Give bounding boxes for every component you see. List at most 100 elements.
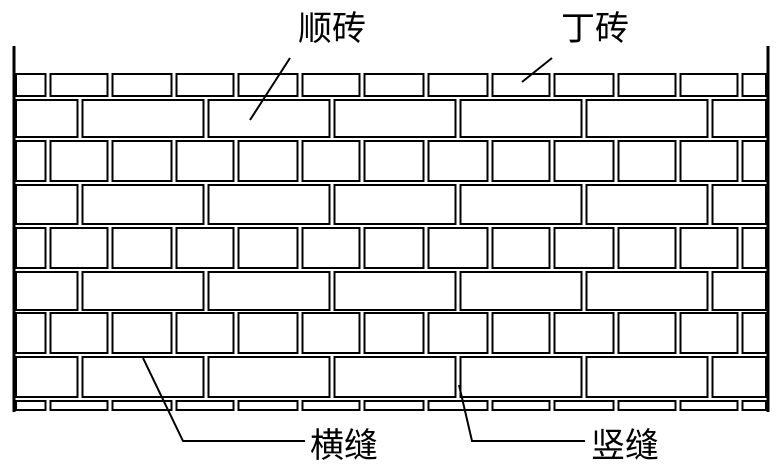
header-brick: [679, 400, 739, 411]
stretcher-brick: [207, 356, 331, 398]
header-brick: [111, 140, 173, 182]
header-brick: [427, 227, 489, 269]
header-brick: [111, 227, 173, 269]
stretcher-brick: [207, 99, 331, 138]
header-brick: [111, 400, 173, 411]
header-brick: [15, 140, 47, 182]
stretcher-brick: [711, 356, 767, 398]
header-brick: [741, 312, 767, 354]
header-brick: [427, 140, 489, 182]
bed-joint-leader: [142, 357, 305, 442]
stretcher-brick: [459, 271, 583, 311]
head-joint-leader: [458, 384, 585, 442]
header-brick: [553, 140, 615, 182]
header-brick: [363, 227, 425, 269]
header-brick: [741, 140, 767, 182]
stretcher-brick: [711, 99, 767, 138]
stretcher-leader: [249, 57, 291, 121]
stretcher-brick: [585, 99, 709, 138]
stretcher-brick: [207, 271, 331, 311]
header-brick: [741, 73, 767, 97]
stretcher-label: 顺砖: [298, 9, 366, 49]
header-brick: [301, 312, 361, 354]
stretcher-brick: [585, 184, 709, 225]
stretcher-brick: [81, 99, 205, 138]
stretcher-brick: [15, 184, 79, 225]
header-brick: [741, 400, 767, 411]
stretcher-brick: [333, 356, 457, 398]
header-brick: [175, 400, 235, 411]
bed-joint-label: 横缝: [310, 426, 378, 466]
header-brick: [175, 227, 235, 269]
header-brick: [553, 312, 615, 354]
header-brick: [553, 227, 615, 269]
header-brick: [237, 140, 299, 182]
stretcher-brick: [15, 356, 79, 398]
header-brick: [175, 312, 235, 354]
header-brick: [427, 73, 489, 97]
header-brick: [363, 312, 425, 354]
header-brick: [617, 312, 677, 354]
header-brick: [175, 73, 235, 97]
header-brick: [237, 400, 299, 411]
header-label: 丁砖: [561, 9, 629, 49]
header-brick: [363, 400, 425, 411]
header-brick: [553, 73, 615, 97]
header-leader: [521, 57, 553, 83]
header-brick: [491, 400, 551, 411]
header-brick: [15, 73, 47, 97]
header-brick: [111, 73, 173, 97]
header-brick: [617, 140, 677, 182]
stretcher-brick: [207, 184, 331, 225]
header-brick: [301, 227, 361, 269]
header-brick: [553, 400, 615, 411]
header-brick: [49, 73, 109, 97]
header-brick: [237, 227, 299, 269]
header-brick: [49, 400, 109, 411]
wall-edges: [12, 46, 770, 412]
stretcher-brick: [81, 271, 205, 311]
head-joint-label: 竖缝: [591, 426, 659, 466]
stretcher-brick: [81, 184, 205, 225]
stretcher-brick: [459, 184, 583, 225]
header-brick: [491, 227, 551, 269]
header-brick: [301, 400, 361, 411]
stretcher-brick: [585, 356, 709, 398]
header-brick: [175, 140, 235, 182]
header-brick: [491, 140, 551, 182]
header-brick: [679, 312, 739, 354]
stretcher-brick: [333, 184, 457, 225]
header-brick: [491, 312, 551, 354]
header-brick: [617, 227, 677, 269]
stretcher-brick: [459, 99, 583, 138]
stretcher-brick: [459, 356, 583, 398]
header-brick: [15, 400, 47, 411]
stretcher-brick: [585, 271, 709, 311]
header-brick: [491, 73, 551, 97]
header-brick: [427, 400, 489, 411]
stretcher-brick: [15, 271, 79, 311]
header-brick: [49, 312, 109, 354]
brick-courses: [15, 73, 767, 411]
header-brick: [237, 73, 299, 97]
header-brick: [301, 73, 361, 97]
header-brick: [617, 400, 677, 411]
stretcher-brick: [333, 99, 457, 138]
header-brick: [741, 227, 767, 269]
header-brick: [237, 312, 299, 354]
header-brick: [679, 73, 739, 97]
header-brick: [49, 140, 109, 182]
header-brick: [363, 140, 425, 182]
stretcher-brick: [711, 184, 767, 225]
leader-lines: [142, 57, 585, 442]
header-brick: [679, 140, 739, 182]
header-brick: [427, 312, 489, 354]
header-brick: [15, 312, 47, 354]
stretcher-brick: [333, 271, 457, 311]
stretcher-brick: [81, 356, 205, 398]
stretcher-brick: [711, 271, 767, 311]
header-brick: [111, 312, 173, 354]
header-brick: [301, 140, 361, 182]
header-brick: [679, 227, 739, 269]
